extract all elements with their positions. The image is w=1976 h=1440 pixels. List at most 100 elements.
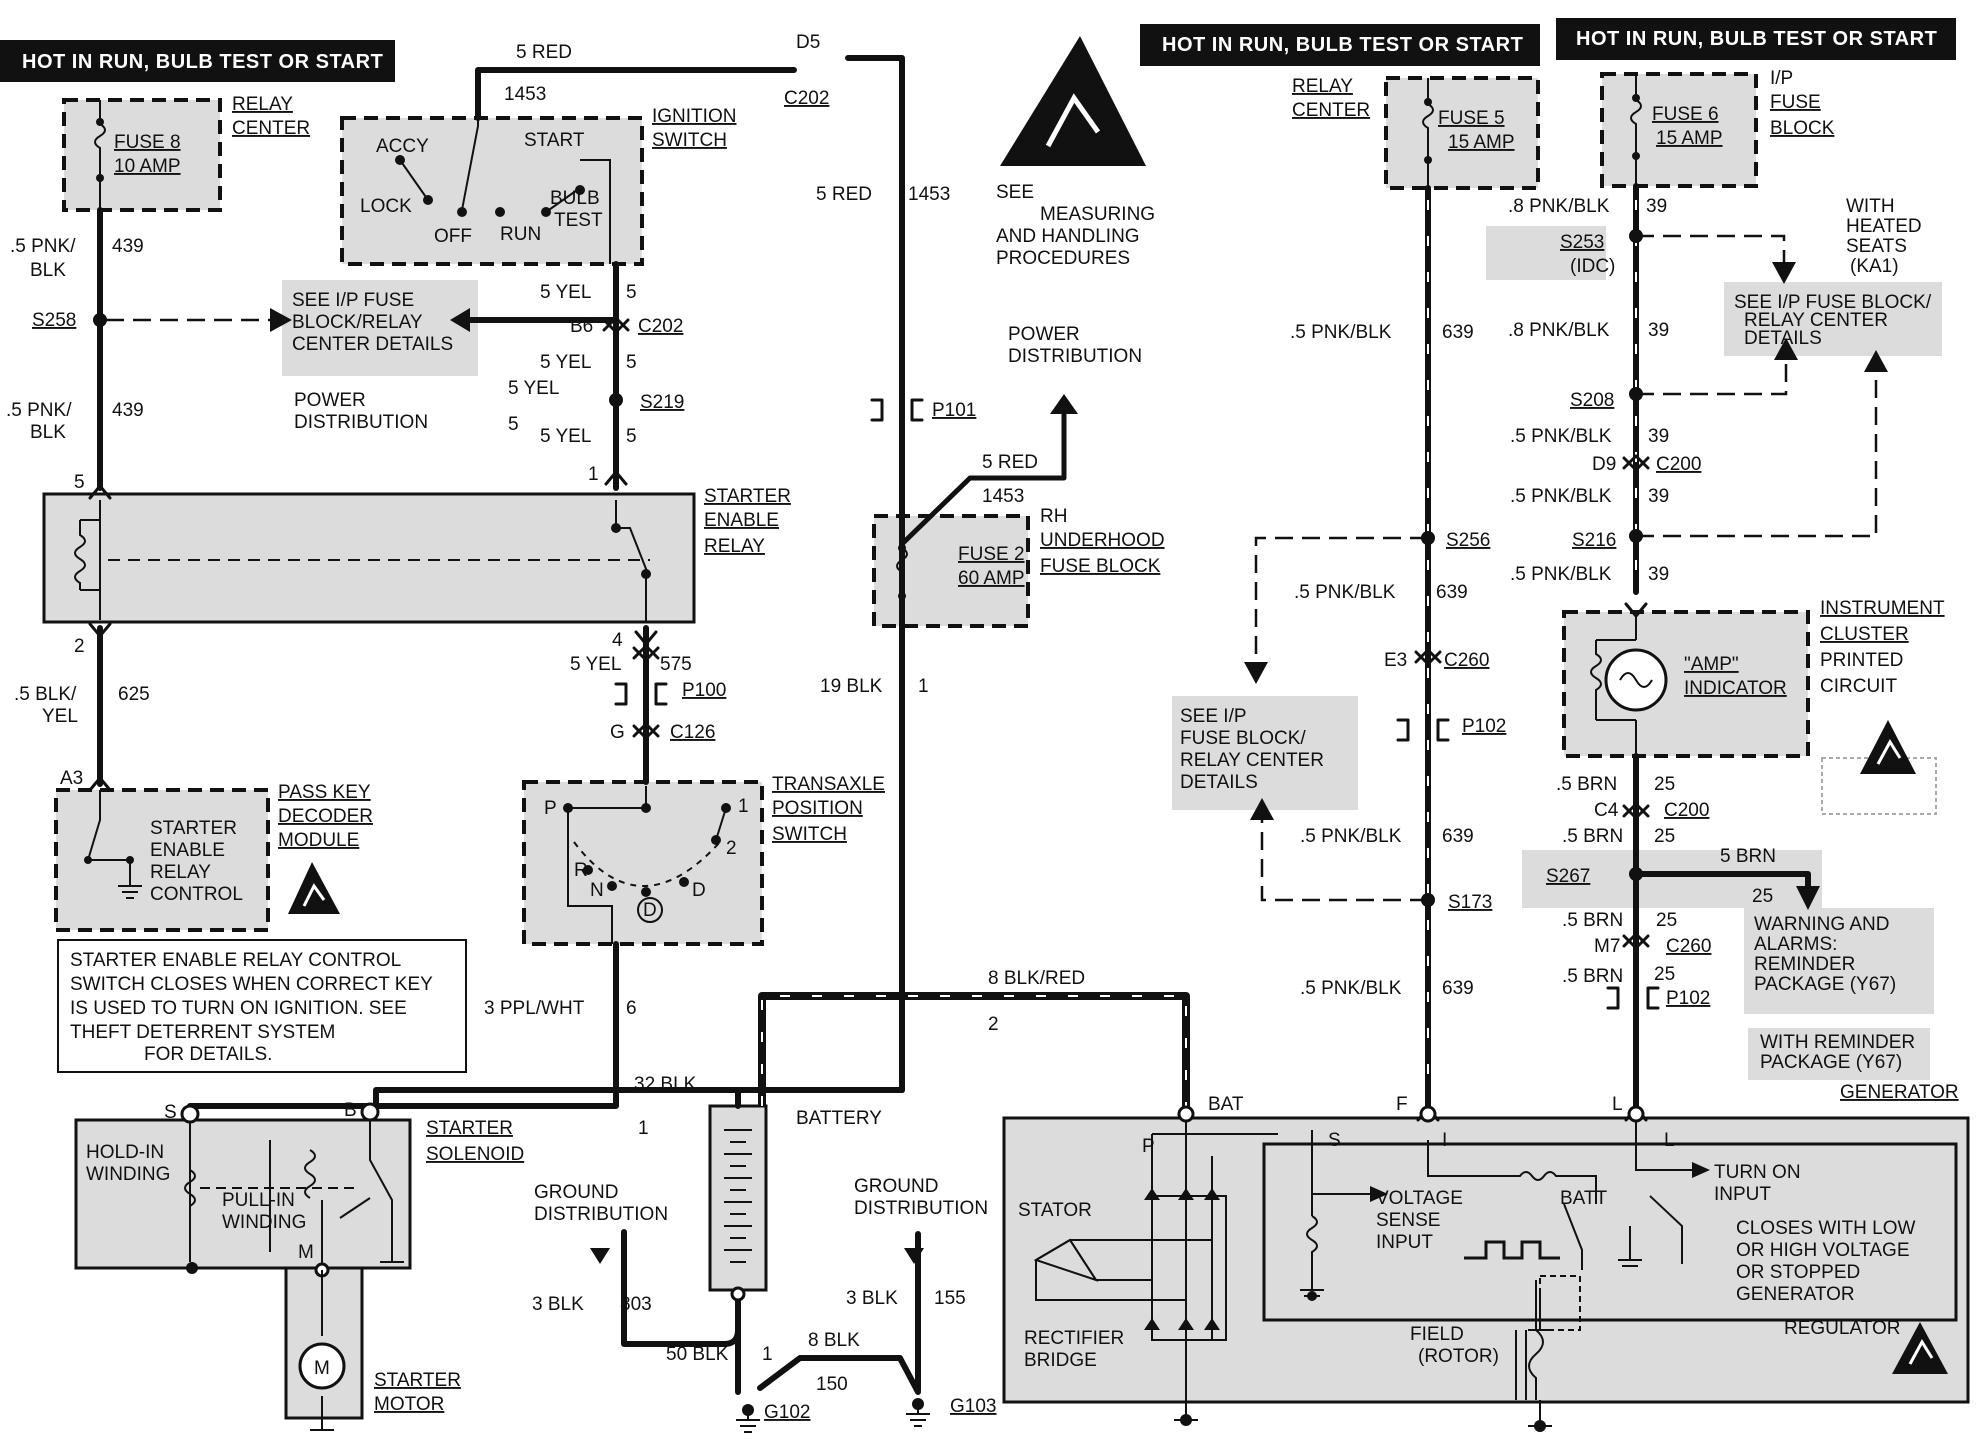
svg-text:.5 PNK/BLK: .5 PNK/BLK — [1300, 826, 1402, 847]
svg-text:1: 1 — [762, 1344, 773, 1365]
starter-solenoid-label: STARTER — [426, 1118, 513, 1139]
svg-text:2: 2 — [988, 1014, 999, 1035]
svg-text:RELAY: RELAY — [704, 536, 765, 557]
svg-text:639: 639 — [1442, 978, 1474, 999]
wire-5-brn-warning — [1633, 871, 1811, 889]
svg-text:ENABLE: ENABLE — [150, 840, 225, 861]
svg-text:8 BLK: 8 BLK — [808, 1330, 860, 1351]
svg-text:G: G — [610, 722, 625, 743]
svg-text:3 PPL/WHT: 3 PPL/WHT — [484, 998, 585, 1019]
note-box — [57, 939, 467, 1073]
dashed-branches — [106, 234, 1878, 902]
see-ip-left: SEE I/P FUSE — [292, 290, 414, 311]
turn-on-label: TURN ON — [1714, 1162, 1801, 1183]
fuse6-element — [1630, 74, 1642, 186]
svg-text:S: S — [1328, 1130, 1341, 1151]
svg-text:OR STOPPED: OR STOPPED — [1736, 1262, 1860, 1283]
instrument-cluster-box — [1562, 610, 1810, 758]
svg-text:START: START — [524, 130, 585, 151]
svg-text:10 AMP: 10 AMP — [114, 156, 181, 177]
svg-text:SWITCH: SWITCH — [652, 130, 727, 151]
svg-text:.5 PNK/: .5 PNK/ — [6, 400, 72, 421]
svg-text:5 YEL: 5 YEL — [508, 378, 559, 399]
svg-text:.5 BRN: .5 BRN — [1562, 910, 1623, 931]
svg-text:.5 PNK/BLK: .5 PNK/BLK — [1290, 322, 1392, 343]
svg-text:5 RED: 5 RED — [516, 42, 572, 63]
svg-text:1: 1 — [638, 1118, 649, 1139]
motor-symbol — [298, 1342, 346, 1390]
fuse5-element — [1422, 78, 1434, 188]
svg-text:L: L — [1612, 1094, 1623, 1115]
svg-text:D9: D9 — [1592, 454, 1616, 475]
svg-text:2: 2 — [726, 838, 737, 859]
svg-text:439: 439 — [112, 400, 144, 421]
svg-text:(ROTOR): (ROTOR) — [1418, 1346, 1499, 1367]
see-ip-right: SEE I/P FUSE BLOCK/ — [1734, 292, 1932, 313]
motor-leads — [310, 1270, 334, 1431]
svg-text:575: 575 — [660, 654, 692, 675]
warning-shade — [1744, 908, 1934, 1014]
svg-text:REMINDER: REMINDER — [1754, 954, 1855, 975]
svg-text:C200: C200 — [1664, 800, 1709, 821]
relay-internals — [74, 500, 650, 622]
closes-note: CLOSES WITH LOW — [1736, 1218, 1916, 1239]
esd-icon-pass-key — [288, 862, 340, 914]
svg-text:DISTRIBUTION: DISTRIBUTION — [294, 412, 428, 433]
header-right: HOT IN RUN, BULB TEST OR START — [1556, 18, 1956, 60]
svg-text:S216: S216 — [1572, 530, 1616, 551]
svg-text:CIRCUIT: CIRCUIT — [1820, 676, 1897, 697]
svg-text:MEASURING: MEASURING — [1040, 204, 1155, 225]
svg-text:UNDERHOOD: UNDERHOOD — [1040, 530, 1165, 551]
svg-text:SENSE: SENSE — [1376, 1210, 1440, 1231]
svg-text:I: I — [1442, 1130, 1447, 1151]
svg-text:C202: C202 — [784, 88, 829, 109]
svg-text:1453: 1453 — [982, 486, 1024, 507]
svg-text:TEST: TEST — [554, 210, 603, 231]
header-middle: HOT IN RUN, BULB TEST OR START — [1140, 24, 1540, 66]
svg-text:POSITION: POSITION — [772, 798, 863, 819]
svg-text:5: 5 — [508, 414, 519, 435]
solenoid-internals — [184, 1112, 393, 1270]
svg-text:ENABLE: ENABLE — [704, 510, 779, 531]
svg-text:GENERATOR: GENERATOR — [1736, 1284, 1855, 1305]
svg-text:39: 39 — [1648, 426, 1669, 447]
fuse6-label: FUSE 6 — [1652, 104, 1719, 125]
svg-text:D5: D5 — [796, 32, 820, 53]
svg-text:ACCY: ACCY — [376, 136, 429, 157]
svg-text:D: D — [643, 900, 657, 921]
svg-text:5: 5 — [626, 282, 637, 303]
svg-text:PROCEDURES: PROCEDURES — [996, 248, 1130, 269]
svg-text:1453: 1453 — [504, 84, 546, 105]
svg-text:M: M — [314, 1358, 330, 1379]
svg-text:P101: P101 — [932, 400, 976, 421]
svg-text:B: B — [344, 1100, 357, 1121]
svg-text:BLK: BLK — [30, 260, 66, 281]
svg-text:POWER: POWER — [1008, 324, 1080, 345]
ignition-switch-contacts — [399, 118, 611, 264]
regulator-box — [1262, 1142, 1958, 1322]
svg-text:.5 PNK/BLK: .5 PNK/BLK — [1510, 426, 1612, 447]
svg-text:32 BLK: 32 BLK — [634, 1074, 697, 1095]
hold-in-label: HOLD-IN — [86, 1142, 164, 1163]
inline-connectors — [602, 316, 1650, 950]
svg-text:639: 639 — [1436, 582, 1468, 603]
svg-text:E3: E3 — [1384, 650, 1407, 671]
svg-text:439: 439 — [112, 236, 144, 257]
svg-text:(IDC): (IDC) — [1570, 256, 1615, 277]
svg-text:M: M — [298, 1242, 314, 1263]
svg-text:.5 PNK/BLK: .5 PNK/BLK — [1294, 582, 1396, 603]
generator-label: GENERATOR — [1840, 1082, 1959, 1103]
ignition-switch-label: IGNITION — [652, 106, 736, 127]
svg-text:INPUT: INPUT — [1376, 1232, 1433, 1253]
svg-text:PRINTED: PRINTED — [1820, 650, 1903, 671]
starter-enable-relay-label: STARTER — [704, 486, 791, 507]
svg-text:DETAILS: DETAILS — [1180, 772, 1258, 793]
amp-indicator-label: "AMP" — [1684, 654, 1739, 675]
svg-text:RELAY CENTER: RELAY CENTER — [1744, 310, 1888, 331]
svg-text:BLOCK/RELAY: BLOCK/RELAY — [292, 312, 423, 333]
battery-label: BATTERY — [796, 1108, 882, 1129]
rectifier-label: RECTIFIER — [1024, 1328, 1124, 1349]
svg-text:DISTRIBUTION: DISTRIBUTION — [1008, 346, 1142, 367]
splices — [93, 229, 1643, 907]
